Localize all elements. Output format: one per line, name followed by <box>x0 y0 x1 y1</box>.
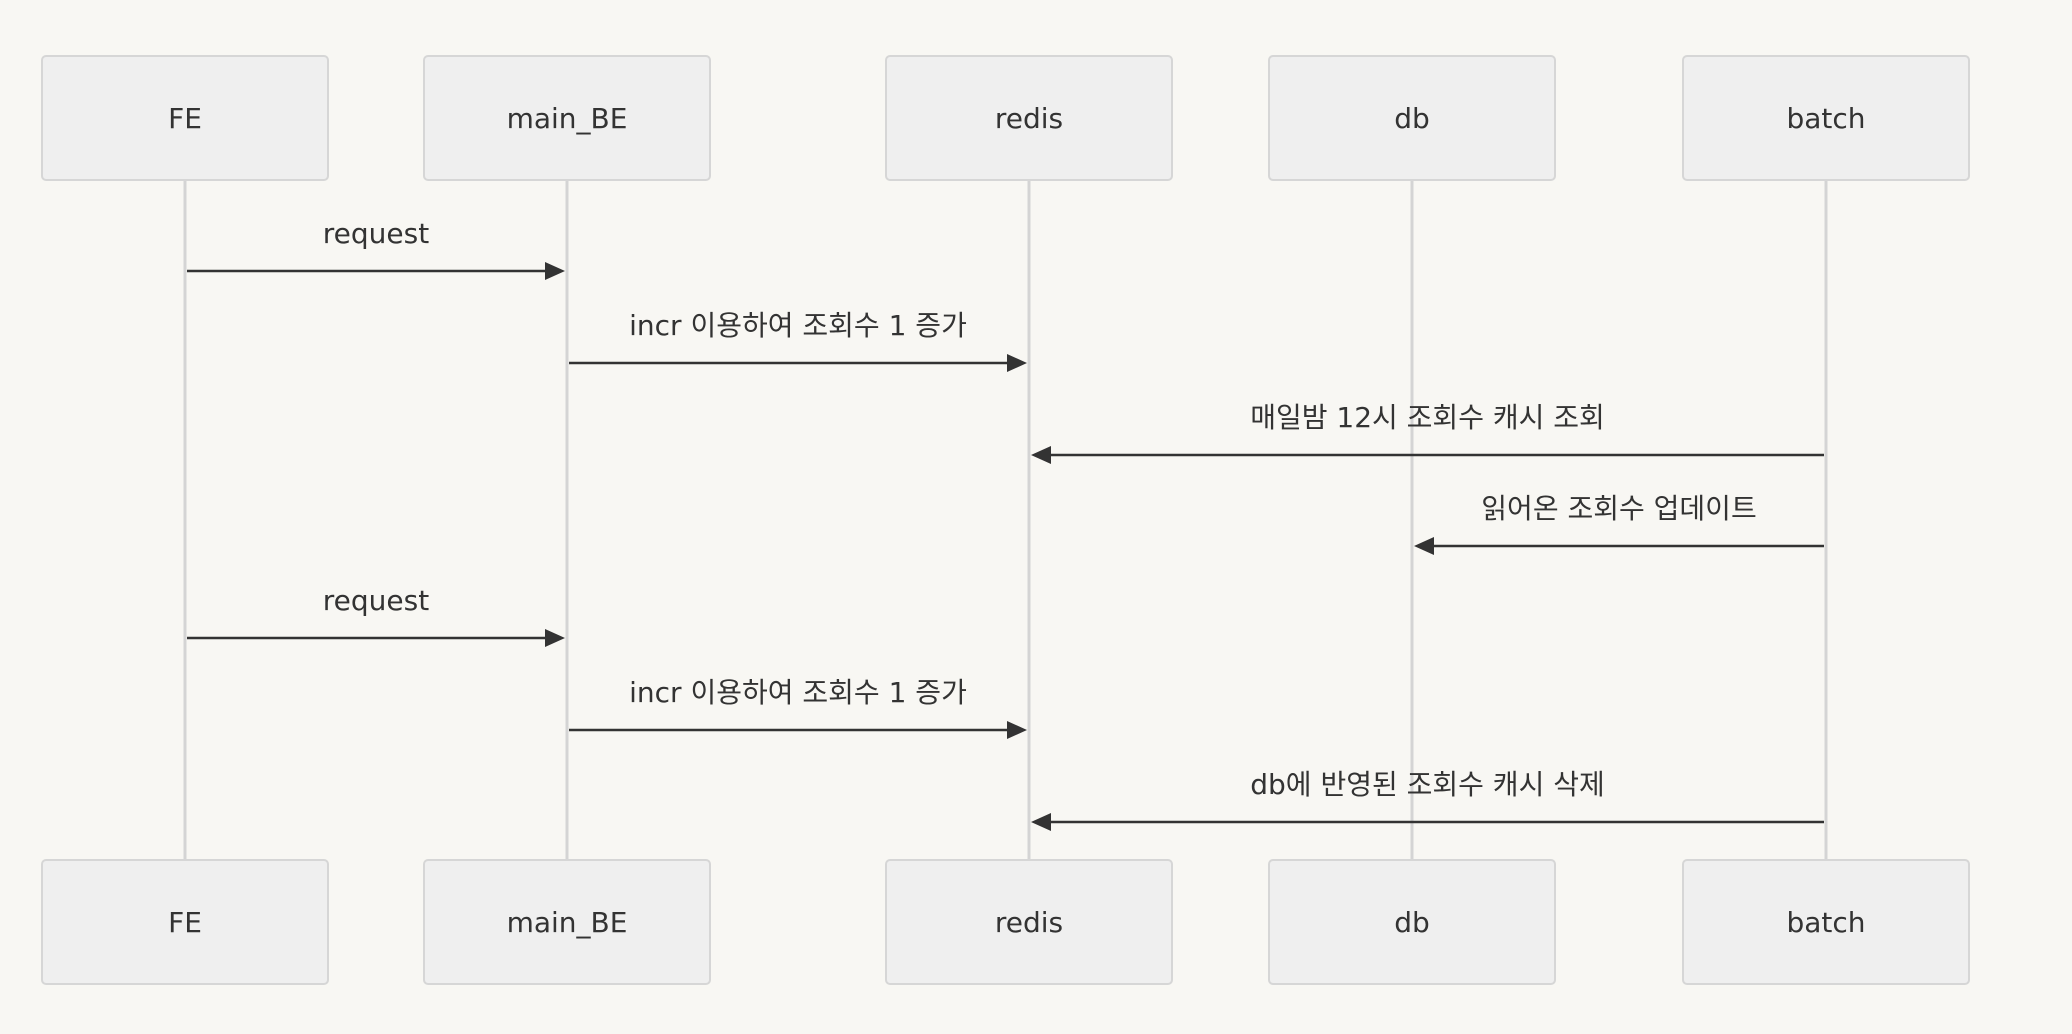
participant-label: main_BE <box>507 102 628 135</box>
participant-fe-bottom: FE <box>41 859 329 985</box>
participant-batch-top: batch <box>1682 55 1970 181</box>
lifelines <box>183 180 1828 860</box>
participant-box <box>41 55 329 181</box>
participant-main-be-top: main_BE <box>423 55 711 181</box>
message-label: 읽어온 조회수 업데이트 <box>1481 492 1756 525</box>
arrowhead-icon <box>1031 446 1051 464</box>
participant-main-be-bottom: main_BE <box>423 859 711 985</box>
message-label: incr 이용하여 조회수 1 증가 <box>629 676 967 709</box>
participant-label: batch <box>1786 906 1865 939</box>
message-label: request <box>323 217 429 250</box>
message-1: request <box>187 217 565 280</box>
participant-label: main_BE <box>507 906 628 939</box>
message-label: request <box>323 584 429 617</box>
participant-label: redis <box>995 102 1063 135</box>
participant-box <box>1268 55 1556 181</box>
participant-fe-top: FE <box>41 55 329 181</box>
message-label: 매일밤 12시 조회수 캐시 조회 <box>1250 401 1605 434</box>
message-3: 매일밤 12시 조회수 캐시 조회 <box>1031 401 1824 464</box>
participant-label: db <box>1394 906 1430 939</box>
participant-box <box>423 859 711 985</box>
participant-label: redis <box>995 906 1063 939</box>
participant-batch-bottom: batch <box>1682 859 1970 985</box>
participants-top: FE main_BE redis db batch <box>41 55 1970 181</box>
arrowhead-icon <box>1414 537 1434 555</box>
participant-db-bottom: db <box>1268 859 1556 985</box>
message-5: request <box>187 584 565 647</box>
participant-redis-bottom: redis <box>885 859 1173 985</box>
message-label: db에 반영된 조회수 캐시 삭제 <box>1250 768 1605 801</box>
participant-box <box>1682 55 1970 181</box>
message-label: incr 이용하여 조회수 1 증가 <box>629 309 967 342</box>
participant-label: db <box>1394 102 1430 135</box>
arrowhead-icon <box>1031 813 1051 831</box>
message-7: db에 반영된 조회수 캐시 삭제 <box>1031 768 1824 831</box>
message-6: incr 이용하여 조회수 1 증가 <box>569 676 1027 739</box>
participants-bottom: FE main_BE redis db batch <box>41 859 1970 985</box>
participant-label: batch <box>1786 102 1865 135</box>
participant-box <box>41 859 329 985</box>
arrowhead-icon <box>545 262 565 280</box>
arrowhead-icon <box>545 629 565 647</box>
message-2: incr 이용하여 조회수 1 증가 <box>569 309 1027 372</box>
participant-db-top: db <box>1268 55 1556 181</box>
participant-box <box>1682 859 1970 985</box>
participant-box <box>1268 859 1556 985</box>
participant-label: FE <box>168 906 202 939</box>
participant-box <box>885 859 1173 985</box>
arrowhead-icon <box>1007 721 1027 739</box>
participant-box <box>885 55 1173 181</box>
message-4: 읽어온 조회수 업데이트 <box>1414 492 1824 555</box>
participant-redis-top: redis <box>885 55 1173 181</box>
arrowhead-icon <box>1007 354 1027 372</box>
participant-label: FE <box>168 102 202 135</box>
participant-box <box>423 55 711 181</box>
